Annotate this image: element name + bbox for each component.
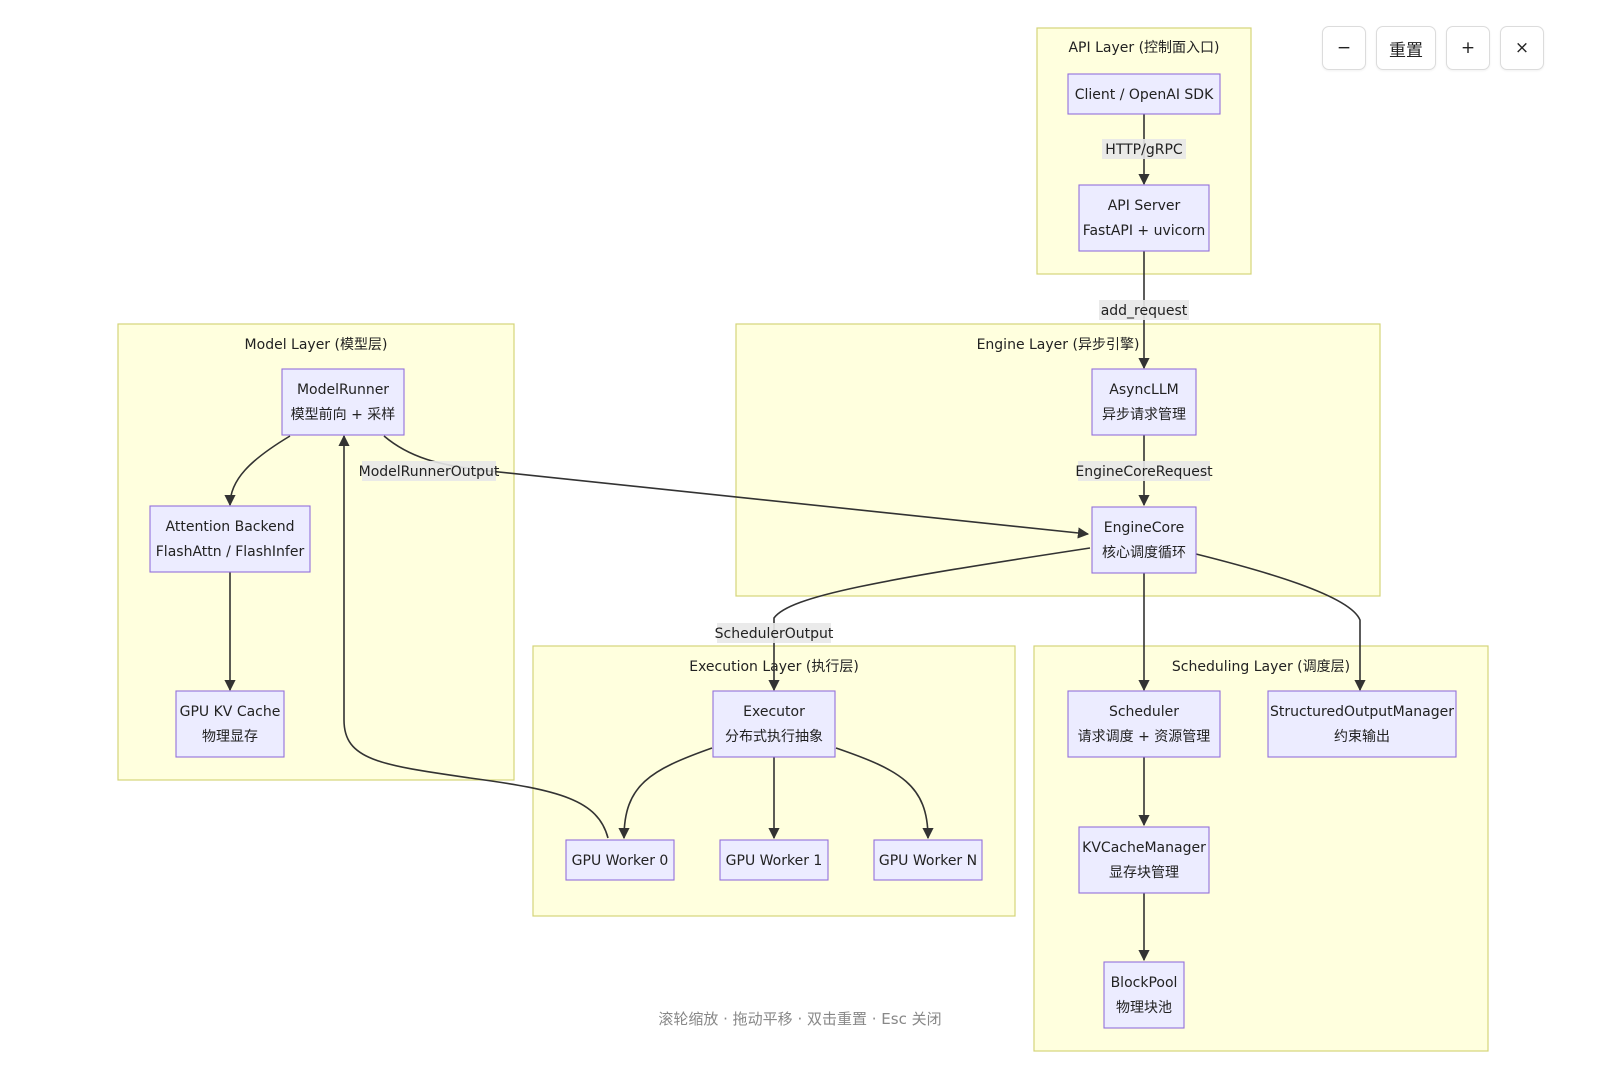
svg-text:ModelRunner: ModelRunner <box>297 382 389 398</box>
svg-text:Attention Backend: Attention Backend <box>166 519 295 535</box>
svg-text:BlockPool: BlockPool <box>1111 975 1178 991</box>
edge-label-runner-output: ModelRunnerOutput <box>359 461 500 481</box>
edge-modelrunner-to-attention <box>224 435 291 507</box>
svg-text:Scheduler: Scheduler <box>1109 704 1179 720</box>
node-enginecore[interactable]: EngineCore 核心调度循环 <box>1091 506 1197 574</box>
zoom-in-button[interactable]: + <box>1446 26 1490 70</box>
edge-enginecore-to-structured <box>1195 553 1366 692</box>
svg-text:请求调度 + 资源管理: 请求调度 + 资源管理 <box>1078 729 1211 745</box>
svg-text:物理块池: 物理块池 <box>1116 1000 1172 1016</box>
edge-worker0-to-modelrunner <box>338 434 609 839</box>
edge-label-http: HTTP/gRPC <box>1102 139 1186 159</box>
node-client[interactable]: Client / OpenAI SDK <box>1067 73 1221 115</box>
svg-text:GPU KV Cache: GPU KV Cache <box>180 704 281 720</box>
svg-text:HTTP/gRPC: HTTP/gRPC <box>1105 142 1183 158</box>
svg-text:Executor: Executor <box>743 704 805 720</box>
svg-text:StructuredOutputManager: StructuredOutputManager <box>1270 704 1454 720</box>
svg-text:显存块管理: 显存块管理 <box>1109 865 1179 881</box>
svg-text:FastAPI + uvicorn: FastAPI + uvicorn <box>1083 223 1206 239</box>
svg-text:add_request: add_request <box>1101 303 1188 319</box>
svg-text:GPU Worker N: GPU Worker N <box>879 853 977 869</box>
svg-text:核心调度循环: 核心调度循环 <box>1102 545 1186 561</box>
node-blockpool[interactable]: BlockPool 物理块池 <box>1103 961 1185 1029</box>
zoom-toolbar: − 重置 + × <box>1322 26 1544 70</box>
svg-text:KVCacheManager: KVCacheManager <box>1082 840 1206 856</box>
zoom-out-button[interactable]: − <box>1322 26 1366 70</box>
node-asyncllm[interactable]: AsyncLLM 异步请求管理 <box>1091 368 1197 436</box>
svg-text:FlashAttn / FlashInfer: FlashAttn / FlashInfer <box>156 544 305 560</box>
node-attention-backend[interactable]: Attention Backend FlashAttn / FlashInfer <box>149 505 311 573</box>
svg-text:GPU Worker 1: GPU Worker 1 <box>726 853 823 869</box>
controls-hint: 滚轮缩放 · 拖动平移 · 双击重置 · Esc 关闭 <box>658 1010 942 1028</box>
svg-text:Client / OpenAI SDK: Client / OpenAI SDK <box>1075 87 1214 103</box>
cluster-model-label: Model Layer (模型层) <box>245 337 388 353</box>
edge-label-scheduler-output: SchedulerOutput <box>715 623 834 643</box>
close-button[interactable]: × <box>1500 26 1544 70</box>
node-gpu-worker-0[interactable]: GPU Worker 0 <box>565 839 675 881</box>
edge-executor-to-worker0 <box>618 747 713 840</box>
svg-text:ModelRunnerOutput: ModelRunnerOutput <box>359 464 500 480</box>
node-kvcache-manager[interactable]: KVCacheManager 显存块管理 <box>1078 826 1210 894</box>
svg-text:GPU Worker 0: GPU Worker 0 <box>572 853 669 869</box>
node-gpu-kv-cache[interactable]: GPU KV Cache 物理显存 <box>175 690 285 758</box>
svg-text:模型前向 + 采样: 模型前向 + 采样 <box>291 406 396 423</box>
node-gpu-worker-1[interactable]: GPU Worker 1 <box>719 839 829 881</box>
svg-text:EngineCoreRequest: EngineCoreRequest <box>1075 464 1213 480</box>
reset-button[interactable]: 重置 <box>1376 26 1436 70</box>
svg-text:分布式执行抽象: 分布式执行抽象 <box>725 729 823 745</box>
node-scheduler[interactable]: Scheduler 请求调度 + 资源管理 <box>1067 690 1221 758</box>
edge-label-core-request: EngineCoreRequest <box>1075 461 1213 481</box>
svg-text:SchedulerOutput: SchedulerOutput <box>715 626 834 642</box>
node-executor[interactable]: Executor 分布式执行抽象 <box>712 690 836 758</box>
cluster-api-label: API Layer (控制面入口) <box>1068 40 1219 56</box>
node-api-server[interactable]: API Server FastAPI + uvicorn <box>1078 184 1210 252</box>
svg-text:物理显存: 物理显存 <box>202 729 258 745</box>
node-structured-output-manager[interactable]: StructuredOutputManager 约束输出 <box>1267 690 1457 758</box>
svg-text:异步请求管理: 异步请求管理 <box>1102 407 1186 423</box>
cluster-scheduling-label: Scheduling Layer (调度层) <box>1172 659 1350 675</box>
svg-text:EngineCore: EngineCore <box>1104 520 1184 536</box>
node-modelrunner[interactable]: ModelRunner 模型前向 + 采样 <box>281 368 405 436</box>
cluster-engine-layer: Engine Layer (异步引擎) <box>735 323 1381 597</box>
svg-text:约束输出: 约束输出 <box>1334 729 1390 745</box>
svg-text:AsyncLLM: AsyncLLM <box>1109 382 1178 398</box>
cluster-engine-label: Engine Layer (异步引擎) <box>977 337 1140 353</box>
edge-label-add-request: add_request <box>1099 300 1189 320</box>
node-gpu-worker-n[interactable]: GPU Worker N <box>873 839 983 881</box>
edge-executor-to-workerN <box>835 747 934 840</box>
edge-enginecore-to-executor <box>768 547 1091 692</box>
svg-text:API Server: API Server <box>1108 198 1181 214</box>
